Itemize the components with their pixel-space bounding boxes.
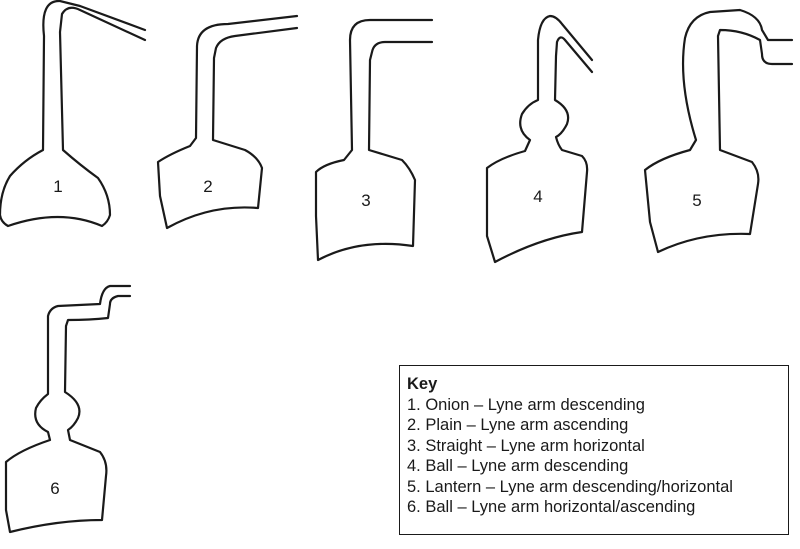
key-item-2: 2. Plain – Lyne arm ascending (407, 416, 629, 434)
key-item-6: 6. Ball – Lyne arm horizontal/ascending (407, 498, 696, 516)
still-5-outline (643, 8, 794, 254)
key-item-5: 5. Lantern – Lyne arm descending/horizon… (407, 477, 733, 496)
still-5-lantern: 5 (643, 8, 794, 254)
still-1-outline (0, 0, 147, 228)
still-2-number: 2 (203, 177, 212, 196)
still-3-outline (314, 18, 434, 262)
still-4-ball: 4 (485, 14, 594, 264)
still-5-number: 5 (692, 191, 701, 210)
key-item-1: 1. Onion – Lyne arm descending (407, 395, 645, 414)
still-1-onion: 1 (0, 0, 147, 228)
key-item-4: 4. Ball – Lyne arm descending (407, 457, 629, 475)
key-item-3: 3. Straight – Lyne arm horizontal (407, 436, 645, 455)
still-4-outline (485, 14, 594, 264)
still-3-number: 3 (361, 191, 370, 210)
key-legend: Key 1. Onion – Lyne arm descending 2. Pl… (399, 365, 789, 535)
still-6-number: 6 (50, 479, 59, 498)
still-1-number: 1 (53, 177, 62, 196)
key-title: Key (407, 375, 438, 393)
still-3-straight: 3 (314, 18, 434, 262)
still-4-number: 4 (533, 187, 542, 206)
still-2-outline (156, 14, 299, 230)
still-6-ball: 6 (4, 284, 132, 534)
still-2-plain: 2 (156, 14, 299, 230)
still-6-outline (4, 284, 132, 534)
